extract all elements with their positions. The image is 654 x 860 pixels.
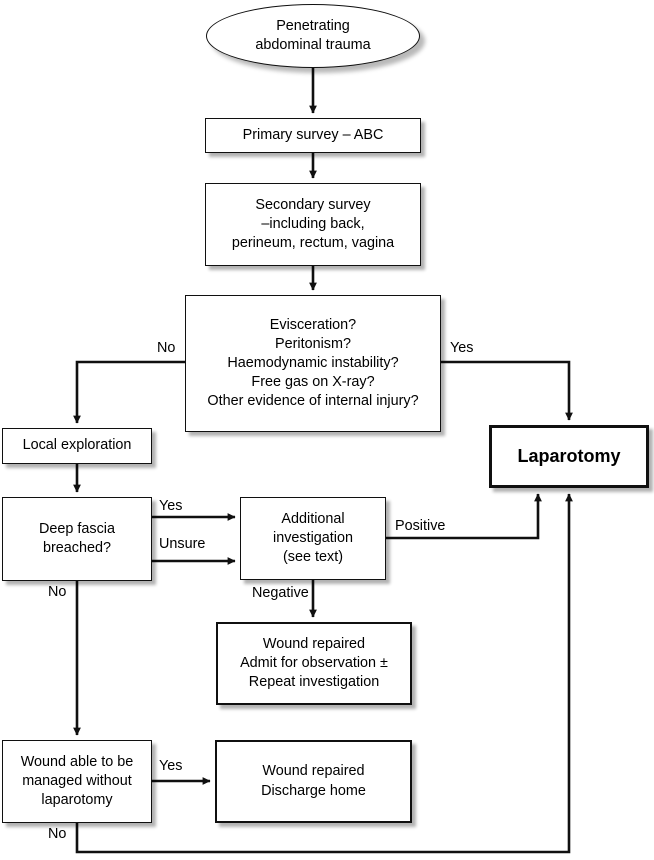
- node-wound-repaired-admit[interactable]: Wound repaired Admit for observation ± R…: [216, 622, 412, 705]
- edge-label-fascia-unsure: Unsure: [159, 536, 206, 552]
- edge-label-fascia-no: No: [48, 584, 67, 600]
- node-deep-fascia[interactable]: Deep fascia breached?: [2, 497, 152, 581]
- edge-label-managed-no: No: [48, 826, 67, 842]
- node-primary-survey[interactable]: Primary survey – ABC: [205, 118, 421, 153]
- edge-label-decision-yes: Yes: [450, 340, 474, 356]
- edge-label-managed-yes: Yes: [159, 758, 183, 774]
- node-local-exploration-label: Local exploration: [22, 437, 132, 454]
- node-secondary-survey[interactable]: Secondary survey –including back, perine…: [205, 183, 421, 266]
- edge-label-fascia-yes: Yes: [159, 498, 183, 514]
- node-secondary-survey-label: Secondary survey –including back, perine…: [231, 196, 395, 252]
- node-laparotomy[interactable]: Laparotomy: [489, 425, 649, 488]
- node-wound-managed-without-laparotomy-label: Wound able to be managed without laparot…: [20, 753, 134, 809]
- node-decision-main-label: Evisceration? Peritonism? Haemodynamic i…: [207, 316, 419, 410]
- node-decision-main[interactable]: Evisceration? Peritonism? Haemodynamic i…: [185, 295, 441, 432]
- edge-decision-yes-to-laparotomy: [441, 360, 573, 421]
- node-wound-managed-without-laparotomy[interactable]: Wound able to be managed without laparot…: [2, 740, 152, 823]
- node-deep-fascia-label: Deep fascia breached?: [39, 520, 115, 556]
- edge-label-investigation-positive: Positive: [395, 518, 446, 534]
- node-start-label: Penetrating abdominal trauma: [255, 17, 371, 53]
- node-primary-survey-label: Primary survey – ABC: [242, 126, 384, 143]
- edge-label-decision-no: No: [157, 340, 176, 356]
- node-wound-repaired-discharge[interactable]: Wound repaired Discharge home: [215, 740, 412, 823]
- node-wound-repaired-discharge-label: Wound repaired Discharge home: [261, 763, 366, 799]
- node-additional-investigation-label: Additional investigation (see text): [273, 510, 353, 566]
- node-additional-investigation[interactable]: Additional investigation (see text): [240, 497, 386, 580]
- node-laparotomy-label: Laparotomy: [517, 445, 621, 466]
- edge-decision-no-to-local: [73, 360, 185, 424]
- node-wound-repaired-admit-label: Wound repaired Admit for observation ± R…: [240, 635, 388, 691]
- edge-label-investigation-negative: Negative: [252, 585, 309, 601]
- node-start[interactable]: Penetrating abdominal trauma: [206, 4, 420, 68]
- node-local-exploration[interactable]: Local exploration: [2, 428, 152, 464]
